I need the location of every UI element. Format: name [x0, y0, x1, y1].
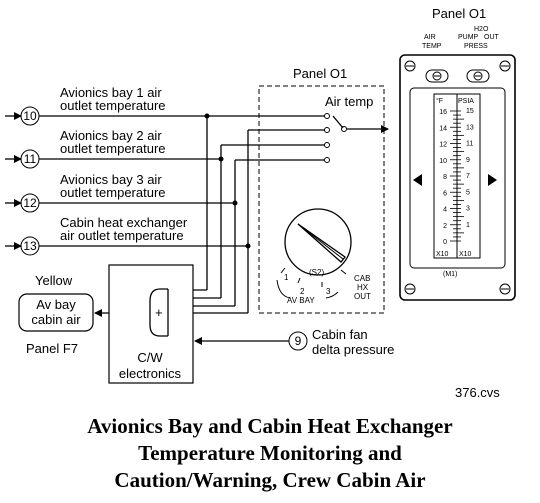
signal-13-label-line2: air outlet temperature [60, 228, 184, 243]
gauge-unit-f: °F [436, 97, 443, 105]
signal-13-label-line1: Cabin heat exchanger [60, 215, 188, 230]
gauge-right-scale-label: 7 [466, 173, 470, 180]
fan-label-line2: delta pressure [312, 342, 394, 357]
selector-hx-label: HX [357, 283, 369, 292]
panel-o1-switch-box: Panel O1 Air temp [258, 66, 385, 314]
gauge-ticks [450, 110, 464, 242]
selector-cab-label: CAB [354, 274, 370, 283]
av-bay-cabin-air-light: Yellow Av bay cabin air Panel F7 [18, 273, 150, 356]
av-bay-label-line2: cabin air [31, 312, 81, 327]
gauge-hdr-out: OUT [484, 34, 500, 41]
gauge-right-scale: 15 13 11 9 7 5 3 1 [466, 108, 474, 229]
air-temp-label: Air temp [325, 94, 373, 109]
connector-10-number: 10 [23, 109, 37, 123]
selector-pos-1: 1 [284, 273, 289, 282]
gauge-x10-right: X10 [459, 251, 472, 258]
gauge-x10-left: X10 [436, 251, 449, 258]
gauge-right-scale-label: 1 [466, 222, 470, 229]
signal-10-label-line2: outlet temperature [60, 98, 166, 113]
gauge-left-scale-label: 16 [439, 109, 447, 116]
gauge-left-scale-label: 8 [443, 174, 447, 181]
signal-12-label-line1: Avionics bay 3 air [60, 172, 162, 187]
file-id: 376.cvs [455, 385, 500, 400]
gauge-unit-psia: PSIA [458, 98, 474, 105]
caption-line1: Avionics Bay and Cabin Heat Exchanger [87, 414, 452, 438]
gauge-right-scale-label: 9 [466, 157, 470, 164]
signal-line-11: 11 Avionics bay 2 air outlet temperature [5, 128, 221, 169]
gauge-screws [404, 60, 511, 295]
cw-label-line1: C/W [137, 350, 163, 365]
signal-line-12: 12 Avionics bay 3 air outlet temperature [5, 172, 235, 213]
caption-line3: Caution/Warning, Crew Cabin Air [114, 468, 425, 492]
connector-13-number: 13 [23, 239, 37, 253]
selector-s2-label: (S2) [309, 268, 324, 277]
gauge-right-scale-label: 13 [466, 124, 474, 131]
summing-plus: + [155, 305, 163, 320]
signal-line-13: 13 Cabin heat exchanger air outlet tempe… [5, 215, 248, 256]
signal-line-9: 9 Cabin fan delta pressure [194, 327, 394, 357]
gauge-panel-o1: Panel O1 AIR TEMP H2O PUMP OUT PRESS °F … [399, 6, 516, 301]
gauge-window [409, 87, 506, 269]
gauge-left-scale-label: 12 [439, 142, 447, 149]
gauge-left-scale-label: 0 [443, 239, 447, 246]
connector-9-number: 9 [295, 334, 302, 348]
air-temp-selector-switch[interactable]: (S2) 1 2 3 AV BAY CAB HX OUT [276, 208, 371, 305]
fan-label-line1: Cabin fan [312, 327, 368, 342]
figure-caption: Avionics Bay and Cabin Heat Exchanger Te… [87, 414, 452, 492]
gauge-hdr-air: AIR [424, 34, 436, 41]
gauge-m1-label: (M1) [443, 271, 457, 278]
gauge-left-scale-label: 6 [443, 190, 447, 197]
cw-label-line2: electronics [119, 366, 182, 381]
gauge-right-scale-label: 3 [466, 206, 470, 213]
signal-11-label-line2: outlet temperature [60, 141, 166, 156]
selector-pos-2: 2 [300, 287, 305, 296]
selector-out-label: OUT [354, 292, 371, 301]
gauge-left-scale-label: 4 [443, 207, 447, 214]
signal-11-label-line1: Avionics bay 2 air [60, 128, 162, 143]
signal-12-label-line2: outlet temperature [60, 185, 166, 200]
gauge-right-scale-label: 11 [466, 141, 473, 148]
switch-feed-wires [220, 113, 389, 246]
panel-o1-top-label: Panel O1 [432, 6, 486, 21]
gauge-hdr-press: PRESS [464, 43, 488, 50]
caption-line2: Temperature Monitoring and [138, 441, 402, 465]
signal-10-label-line1: Avionics bay 1 air [60, 85, 162, 100]
gauge-left-scale-label: 2 [443, 223, 447, 230]
panel-o1-mid-label: Panel O1 [293, 66, 347, 81]
gauge-left-scale-label: 14 [439, 125, 447, 132]
gauge-left-scale: 16 14 12 10 8 6 4 2 0 [439, 109, 447, 246]
cw-electronics-box: + C/W electronics [108, 264, 194, 384]
connector-11-number: 11 [24, 152, 37, 166]
gauge-hdr-temp: TEMP [422, 43, 442, 50]
gauge-hdr-h2o: H2O [474, 26, 489, 33]
gauge-right-scale-label: 5 [466, 189, 470, 196]
av-bay-label-line1: Av bay [36, 297, 76, 312]
signal-line-10: 10 Avionics bay 1 air outlet temperature [5, 85, 325, 126]
pump-press-pointer [488, 174, 497, 186]
air-temp-pointer [413, 174, 422, 186]
gauge-left-scale-label: 10 [439, 158, 447, 165]
selector-av-bay-label: AV BAY [287, 296, 315, 305]
gauge-hdr-pump: PUMP [458, 34, 479, 41]
panel-f7-label: Panel F7 [26, 341, 78, 356]
gauge-right-scale-label: 15 [466, 108, 474, 115]
yellow-label: Yellow [35, 273, 73, 288]
connector-12-number: 12 [23, 196, 37, 210]
selector-pos-3: 3 [326, 287, 331, 296]
